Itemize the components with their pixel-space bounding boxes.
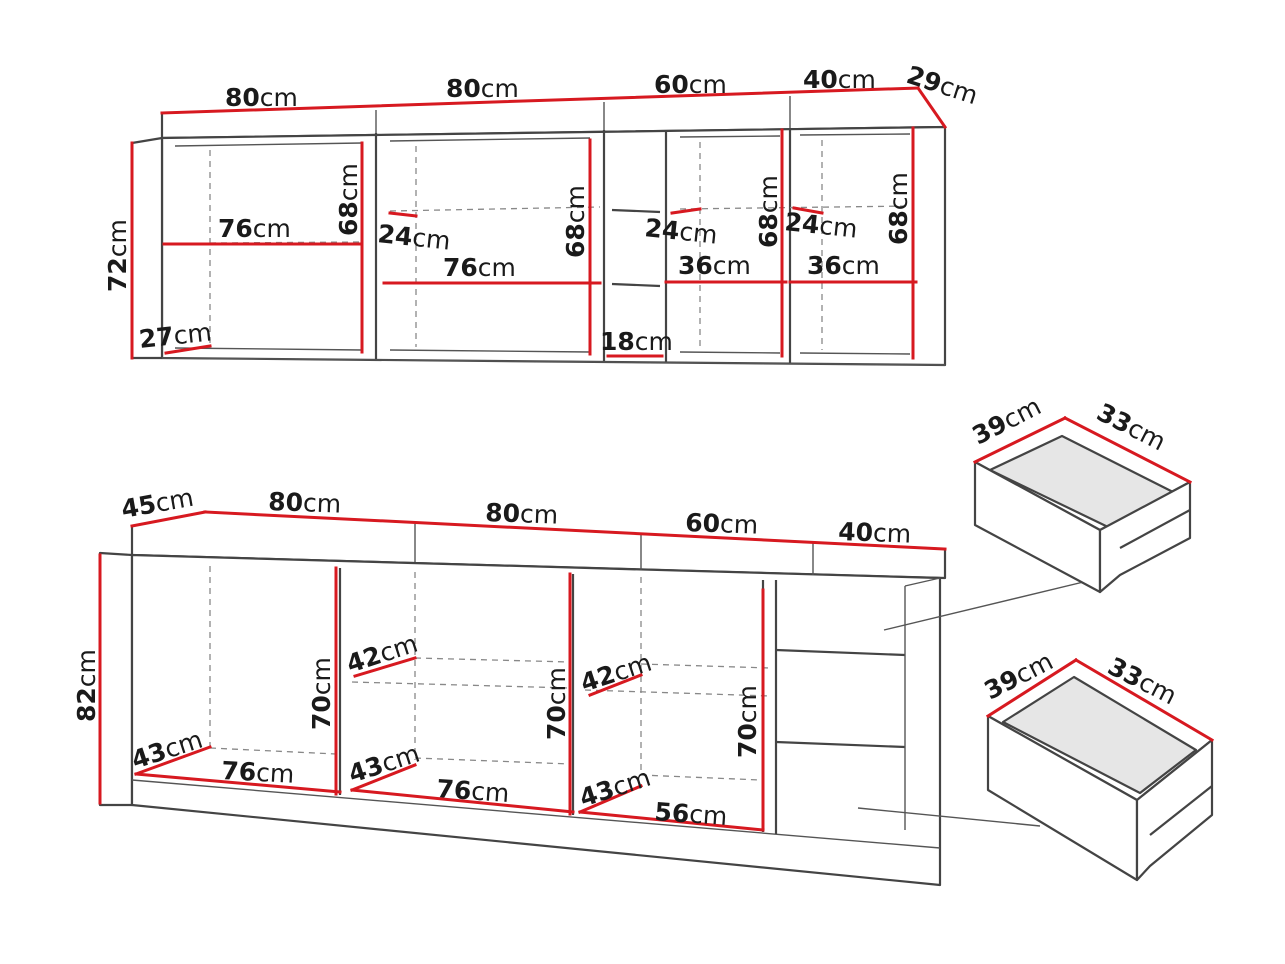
- base-unit-body: [130, 553, 942, 887]
- base-hidden-floor-2: [414, 757, 571, 765]
- drawer-2-dim-depth: [1073, 657, 1215, 743]
- drawer-leader-2: [857, 807, 1041, 827]
- base-hidden-shelf-2: [351, 681, 571, 689]
- base-plinth-line: [131, 779, 941, 849]
- wall-unit: [130, 86, 947, 367]
- wall-inner-width-3-label: 36cm: [678, 251, 751, 280]
- open-section-shelf-1: [611, 208, 661, 214]
- drawer-2-dim-width: [985, 657, 1079, 719]
- drawer-1-dim-width: [972, 415, 1068, 465]
- base-width-3-label: 60cm: [685, 508, 759, 540]
- wall-inner-depth-4-label: 24cm: [783, 207, 859, 243]
- wall-dim-inner-depth-4: [792, 206, 824, 215]
- drawer-1-dim-depth: [1062, 415, 1193, 485]
- wall-width-1-label: 80cm: [225, 83, 298, 112]
- wall-inner-top-1: [174, 142, 363, 147]
- wall-inner-depth-1-label: 27cm: [138, 318, 214, 354]
- base-dim-shelf-depth-3: [588, 673, 643, 697]
- wall-inner-width-4-label: 36cm: [807, 251, 880, 280]
- wall-open-width-label: 18cm: [600, 327, 673, 356]
- base-dim-depth: [130, 510, 207, 528]
- wall-width-4-label: 40cm: [803, 65, 876, 94]
- wall-inner-depth-2-label: 24cm: [376, 219, 452, 255]
- base-dim-total-width: [203, 510, 947, 551]
- drawer-front-seam-1: [775, 648, 906, 657]
- drawer-2: [985, 657, 1215, 882]
- base-hidden-floor-3: [640, 774, 761, 781]
- base-width-4-label: 40cm: [838, 517, 912, 549]
- wall-inner-width-2-label: 76cm: [443, 253, 516, 282]
- drawer-1-front: [1098, 480, 1192, 594]
- drawer-1-front-lip: [1119, 509, 1191, 549]
- wall-width-3-label: 60cm: [654, 70, 727, 99]
- base-unit: [98, 510, 1101, 887]
- wall-unit-bottom-edge: [161, 357, 946, 366]
- drawer-1: [972, 415, 1193, 594]
- wall-inner-top-4: [799, 133, 911, 136]
- base-dim-inner-width-3: [578, 810, 765, 832]
- wall-dim-inner-depth-3: [670, 207, 702, 215]
- wall-dim-inner-depth-1: [164, 344, 212, 355]
- drawer-2-front-lip: [1149, 785, 1213, 836]
- wall-width-2-label: 80cm: [446, 74, 519, 103]
- drawer-2-front: [1135, 738, 1214, 882]
- drawer-front-seam-2: [775, 740, 906, 749]
- wall-inner-bottom-4: [799, 352, 911, 355]
- drawer-2-inner: [1001, 675, 1198, 795]
- base-hidden-shelf-3: [584, 689, 771, 697]
- wall-inner-height-2-label: 68cm: [561, 185, 590, 258]
- wall-inner-bottom-3: [679, 351, 781, 354]
- base-inner-height-2-label: 70cm: [542, 667, 571, 740]
- wall-inner-depth-3-label: 24cm: [643, 213, 719, 249]
- wall-dim-depth: [915, 85, 948, 130]
- wall-inner-top-2: [389, 137, 591, 142]
- wall-unit-dimension-lines: [130, 85, 948, 360]
- base-dim-inner-width-2: [350, 788, 575, 814]
- drawer-top-bevel: [904, 577, 941, 587]
- base-inner-width-2-label: 76cm: [436, 774, 511, 808]
- wall-dim-total-width: [160, 86, 920, 115]
- wall-inner-height-4-label: 68cm: [884, 172, 913, 245]
- base-depth-label: 45cm: [119, 483, 196, 524]
- base-unit-dimension-lines: [98, 510, 947, 832]
- wall-inner-top-3: [679, 135, 781, 138]
- base-inner-width-3-label: 56cm: [654, 797, 729, 831]
- base-inner-height-3-label: 70cm: [733, 685, 762, 758]
- wall-inner-height-3-label: 68cm: [754, 175, 783, 248]
- base-dim-shelf-depth-2: [353, 656, 417, 678]
- base-width-1-label: 80cm: [268, 487, 342, 519]
- base-dim-inner-depth-3: [578, 784, 643, 814]
- base-unit-side: [98, 551, 134, 807]
- wall-inner-bottom-1: [174, 347, 363, 351]
- wall-inner-bottom-2: [389, 349, 591, 353]
- drawer-leader-1: [883, 577, 1101, 631]
- base-height-label: 82cm: [72, 649, 101, 722]
- base-dim-inner-width-1: [134, 772, 342, 794]
- base-hidden-shelf-back-2: [414, 657, 571, 663]
- wall-dim-inner-depth-2: [388, 211, 418, 218]
- wall-inner-width-1-label: 76cm: [218, 214, 291, 243]
- open-section-shelf-2: [611, 282, 661, 288]
- wall-unit-body: [160, 125, 947, 367]
- wall-inner-height-1-label: 68cm: [334, 163, 363, 236]
- base-dim-inner-depth-1: [134, 745, 212, 776]
- base-inner-width-1-label: 76cm: [221, 756, 295, 789]
- wall-height-label: 72cm: [103, 219, 132, 292]
- wall-hidden-shelf-2: [389, 206, 601, 212]
- base-inner-height-1-label: 70cm: [307, 657, 336, 730]
- base-width-2-label: 80cm: [485, 498, 559, 530]
- base-dim-inner-depth-2: [350, 763, 417, 792]
